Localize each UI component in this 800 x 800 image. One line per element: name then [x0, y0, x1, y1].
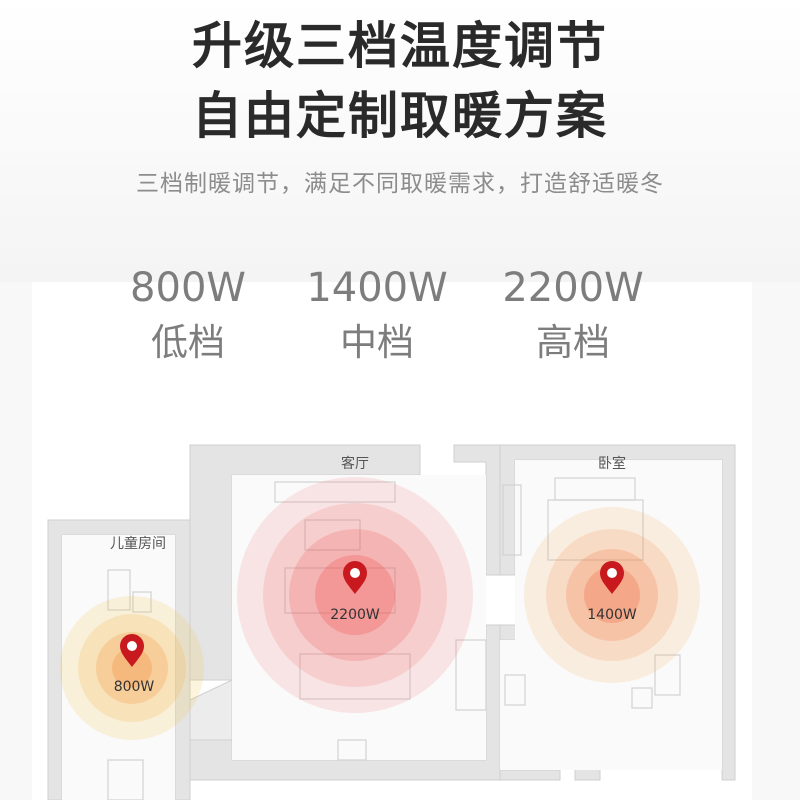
room-label-bedroom: 卧室	[598, 455, 626, 472]
power-label-living-room: 2200W	[330, 607, 380, 623]
room-label-living-room: 客厅	[341, 455, 369, 472]
subtitle: 三档制暖调节，满足不同取暖需求，打造舒适暖冬	[136, 171, 664, 197]
mode-high-level: 高档	[536, 321, 610, 364]
mode-low-power: 800W	[130, 265, 246, 311]
mode-mid: 1400W 中档	[296, 262, 458, 368]
location-pin-icon	[600, 561, 624, 594]
location-pin-icon	[343, 561, 367, 594]
location-pin-icon	[120, 634, 144, 667]
power-label-kids-room: 800W	[114, 679, 155, 695]
mode-mid-level: 中档	[340, 321, 414, 364]
mode-high-power: 2200W	[502, 265, 644, 311]
heat-zone-living-room	[237, 477, 473, 713]
heat-zone-bedroom	[524, 507, 700, 683]
room-label-kids-room: 儿童房间	[110, 535, 166, 552]
headline-line-1: 升级三档温度调节	[192, 17, 608, 75]
headline-line-2: 自由定制取暖方案	[192, 87, 608, 145]
furniture	[107, 477, 681, 800]
mode-low: 800W 低档	[118, 262, 258, 368]
header-band	[0, 0, 800, 282]
floors	[62, 460, 722, 800]
mode-low-level: 低档	[151, 321, 225, 364]
mode-mid-power: 1400W	[306, 265, 448, 311]
mode-high: 2200W 高档	[492, 262, 654, 368]
power-label-bedroom: 1400W	[587, 607, 637, 623]
heat-zone-kids-room	[60, 596, 204, 740]
